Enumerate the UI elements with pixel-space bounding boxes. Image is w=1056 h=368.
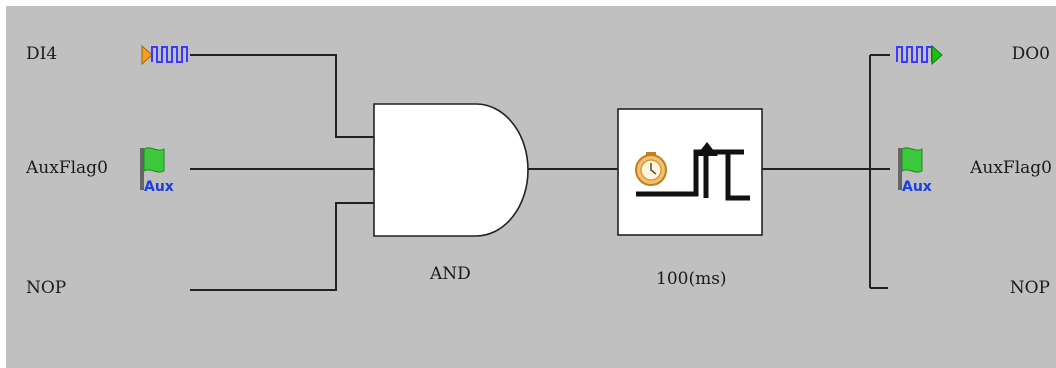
auxflag-input-icon[interactable] xyxy=(140,147,165,190)
auxflag-output-icon[interactable] xyxy=(898,147,923,190)
wire-nop-to-and xyxy=(190,202,374,291)
do0-signal-icon[interactable] xyxy=(896,44,943,66)
wires xyxy=(190,54,890,291)
di4-signal-icon[interactable] xyxy=(141,44,188,66)
rising-edge-icon xyxy=(636,142,750,201)
wire-di4-to-and xyxy=(190,54,374,138)
timer-label: 100(ms) xyxy=(656,269,727,289)
output-label-nop: NOP xyxy=(1009,278,1050,298)
timer-block[interactable] xyxy=(617,108,763,236)
and-gate[interactable] xyxy=(373,103,529,237)
output-label-auxflag: AuxFlag0 xyxy=(970,158,1052,178)
logic-diagram-canvas: DI4 AuxFlag0 NOP Aux Aux AND 100(ms) DO0… xyxy=(6,6,1056,368)
auxflag-output-badge: Aux xyxy=(902,179,932,195)
gate-label: AND xyxy=(430,264,471,284)
logic-diagram xyxy=(140,44,943,291)
input-label-di4: DI4 xyxy=(26,44,58,64)
clock-icon xyxy=(635,152,667,186)
input-label-auxflag: AuxFlag0 xyxy=(26,158,108,178)
output-label-do0: DO0 xyxy=(1011,44,1050,64)
auxflag-input-badge: Aux xyxy=(144,179,174,195)
input-label-nop: NOP xyxy=(26,278,67,298)
